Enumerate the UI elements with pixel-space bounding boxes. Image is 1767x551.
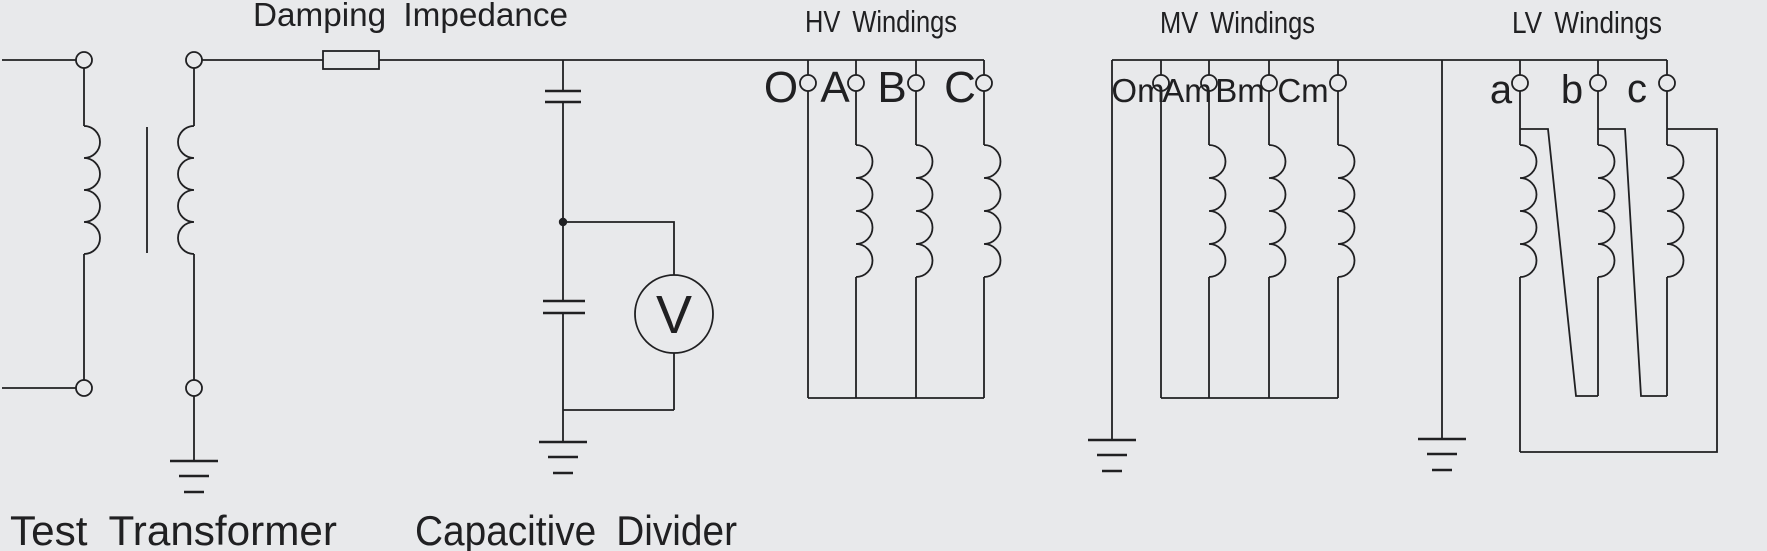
test-transformer: Test Transformer [2, 51, 337, 551]
damping-impedance: Damping Impedance [202, 0, 984, 70]
lv-terminal-b [1589, 74, 1607, 92]
mv-terminal-stubs [1160, 60, 1339, 75]
lv-delta-link-a-to-b [1520, 128, 1598, 397]
secondary-bottom-terminal [185, 379, 203, 397]
primary-coil [83, 125, 101, 255]
voltmeter-body [634, 274, 714, 354]
lv-terminal-stubs [1519, 60, 1668, 75]
primary-bottom-terminal [75, 379, 93, 397]
mv-windings: MV Windings Om Am Bm Cm [1111, 5, 1356, 399]
voltmeter-branch-wires [563, 221, 675, 411]
hv-phase-A-coil [855, 144, 874, 278]
mv-terminal-Bm-label: Bm [1215, 72, 1265, 109]
capacitive-divider-label: Capacitive Divider [415, 507, 737, 551]
lv-phase-a-coil [1519, 144, 1538, 278]
secondary-coil [177, 125, 195, 255]
lv-terminal-b-label: b [1561, 68, 1583, 112]
voltmeter-label: V [656, 285, 692, 345]
lv-windings-title: LV Windings [1512, 5, 1662, 40]
mv-terminal-Om [1152, 74, 1170, 92]
hv-terminal-C-label: C [944, 63, 976, 112]
capacitor-c2-plates [543, 299, 585, 315]
mv-terminal-Am [1200, 74, 1218, 92]
mv-terminal-Om-label: Om [1111, 72, 1164, 109]
mv-phase-Cm-coil [1337, 144, 1356, 278]
primary-top-terminal [75, 51, 93, 69]
capacitor-c1-plates [545, 89, 581, 104]
damping-impedance-label: Damping Impedance [253, 0, 568, 33]
lv-delta-link-b-to-c [1598, 128, 1667, 397]
hv-terminal-B [907, 74, 925, 92]
mv-windings-title: MV Windings [1160, 5, 1315, 40]
lv-ground [1416, 437, 1468, 472]
lv-phase-b-coil [1597, 144, 1616, 278]
hv-windings-title: HV Windings [805, 4, 957, 39]
mv-ground [1086, 438, 1138, 473]
hv-terminal-O-label: O [764, 63, 798, 112]
hv-windings: HV Windings O A B C [764, 4, 1002, 399]
mv-terminal-Cm-label: Cm [1277, 72, 1328, 109]
mv-terminal-Bm [1260, 74, 1278, 92]
lv-phase-c-coil [1666, 144, 1685, 278]
lv-terminal-c [1658, 74, 1676, 92]
lv-terminal-a [1511, 74, 1529, 92]
hv-phase-B-coil [915, 144, 934, 278]
hv-terminal-A [847, 74, 865, 92]
hv-terminal-B-label: B [877, 63, 906, 112]
secondary-top-terminal [185, 51, 203, 69]
mv-terminal-Cm [1329, 74, 1347, 92]
hv-terminal-stubs [807, 60, 985, 75]
hv-terminal-C [975, 74, 993, 92]
lv-delta-outer-loop [1520, 128, 1718, 453]
capacitive-divider-ground [537, 440, 589, 475]
test-transformer-ground [168, 459, 220, 494]
capacitive-divider: V Capacitive Divider [415, 60, 737, 551]
hv-terminal-A-label: A [820, 63, 850, 112]
mv-terminal-Am-label: Am [1162, 72, 1212, 109]
grounded-secondary-bus [1086, 59, 1667, 473]
lv-windings: LV Windings a b c [1490, 5, 1718, 453]
mv-phase-Am-coil [1208, 144, 1227, 278]
test-transformer-label: Test Transformer [10, 507, 337, 551]
damping-impedance-resistor [322, 50, 380, 70]
lv-terminal-c-label: c [1627, 67, 1647, 111]
mv-phase-Bm-coil [1268, 144, 1287, 278]
hv-terminal-O [799, 74, 817, 92]
hv-phase-C-coil [983, 144, 1002, 278]
lv-terminal-a-label: a [1490, 68, 1513, 112]
